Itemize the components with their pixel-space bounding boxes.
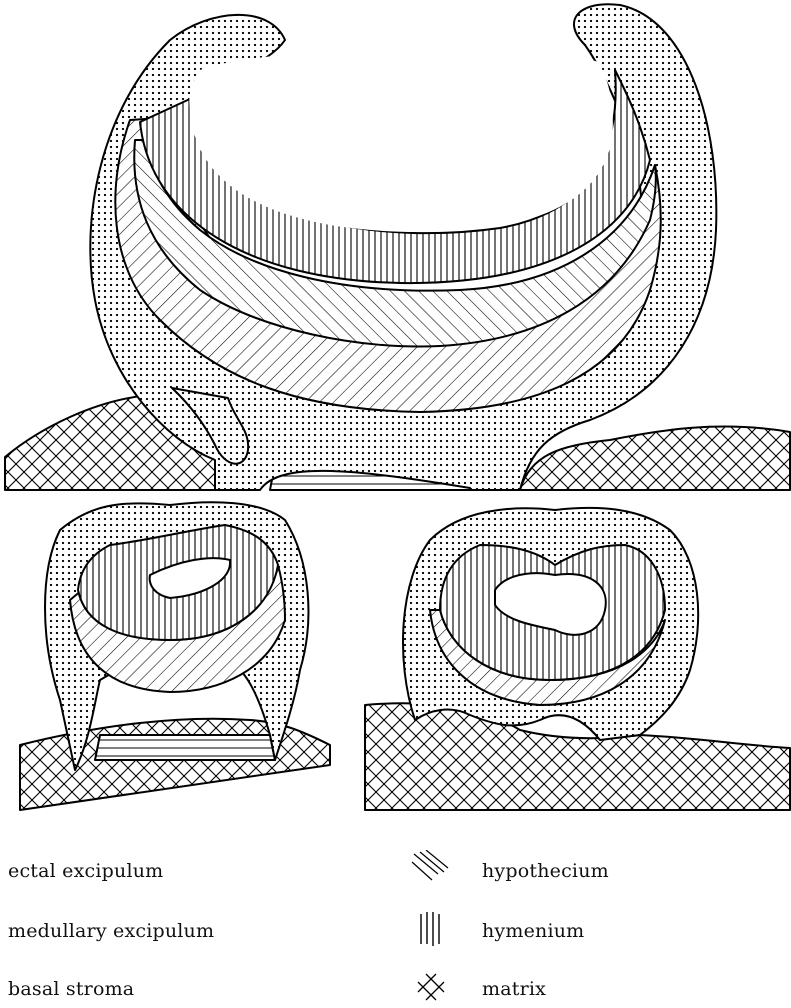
- bl-basal-stroma: [95, 735, 275, 760]
- top-matrix-right: [520, 427, 790, 490]
- apothecium-cross-section-figure: [0, 0, 791, 820]
- hymenium-swatch-icon: [416, 910, 446, 948]
- bottom-right-apothecium: [365, 508, 790, 810]
- legend-label-medullary: medullary excipulum: [8, 920, 214, 942]
- hypothecium-swatch-icon: [410, 850, 450, 888]
- legend: ectal excipulum medullary excipulum basa…: [0, 820, 791, 1008]
- legend-label-hypothecium: hypothecium: [482, 860, 609, 882]
- bottom-left-apothecium: [20, 502, 330, 810]
- top-apothecium: [5, 4, 790, 490]
- matrix-swatch-icon: [414, 970, 448, 1004]
- legend-label-hymenium: hymenium: [482, 920, 584, 942]
- legend-label-matrix: matrix: [482, 978, 546, 1000]
- legend-label-basal: basal stroma: [8, 978, 134, 1000]
- legend-label-ectal: ectal excipulum: [8, 860, 163, 882]
